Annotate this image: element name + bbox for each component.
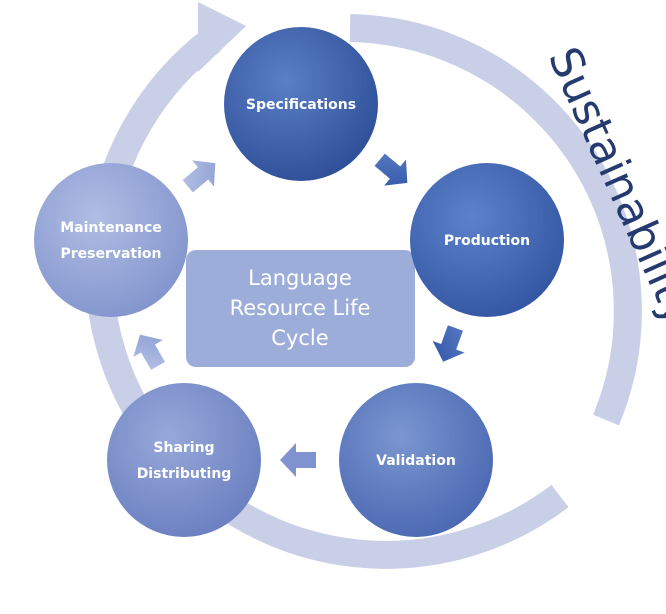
- node-validation-label: Validation: [376, 453, 456, 469]
- node-sharing-label-1: Sharing: [153, 440, 214, 456]
- sustainability-label: Sustainability: [538, 40, 666, 333]
- flow-arrow-share-to-maint-icon: [133, 334, 165, 370]
- node-maintenance-label-1: Maintenance: [60, 220, 162, 236]
- node-maintenance: Maintenance Preservation: [34, 163, 188, 317]
- node-sharing-label-2: Distributing: [137, 466, 232, 482]
- center-title-line-1: Language: [248, 266, 352, 290]
- ring-arrowhead-icon: [198, 2, 246, 72]
- node-specifications-label: Specifications: [246, 97, 356, 113]
- node-sharing: Sharing Distributing: [107, 383, 261, 537]
- node-production: Production: [410, 163, 564, 317]
- node-specifications: Specifications: [224, 27, 378, 181]
- flow-arrow-prod-to-val-icon: [432, 325, 465, 362]
- flow-arrow-maint-to-spec-icon: [182, 160, 216, 193]
- node-validation: Validation: [339, 383, 493, 537]
- center-title-line-3: Cycle: [271, 326, 328, 350]
- flow-arrow-spec-to-prod-icon: [374, 153, 408, 186]
- flow-arrow-val-to-share-icon: [280, 443, 316, 477]
- center-box: [186, 250, 415, 367]
- node-maintenance-label-2: Preservation: [60, 246, 161, 262]
- center-title-line-2: Resource Life: [230, 296, 371, 320]
- node-production-label: Production: [444, 233, 530, 249]
